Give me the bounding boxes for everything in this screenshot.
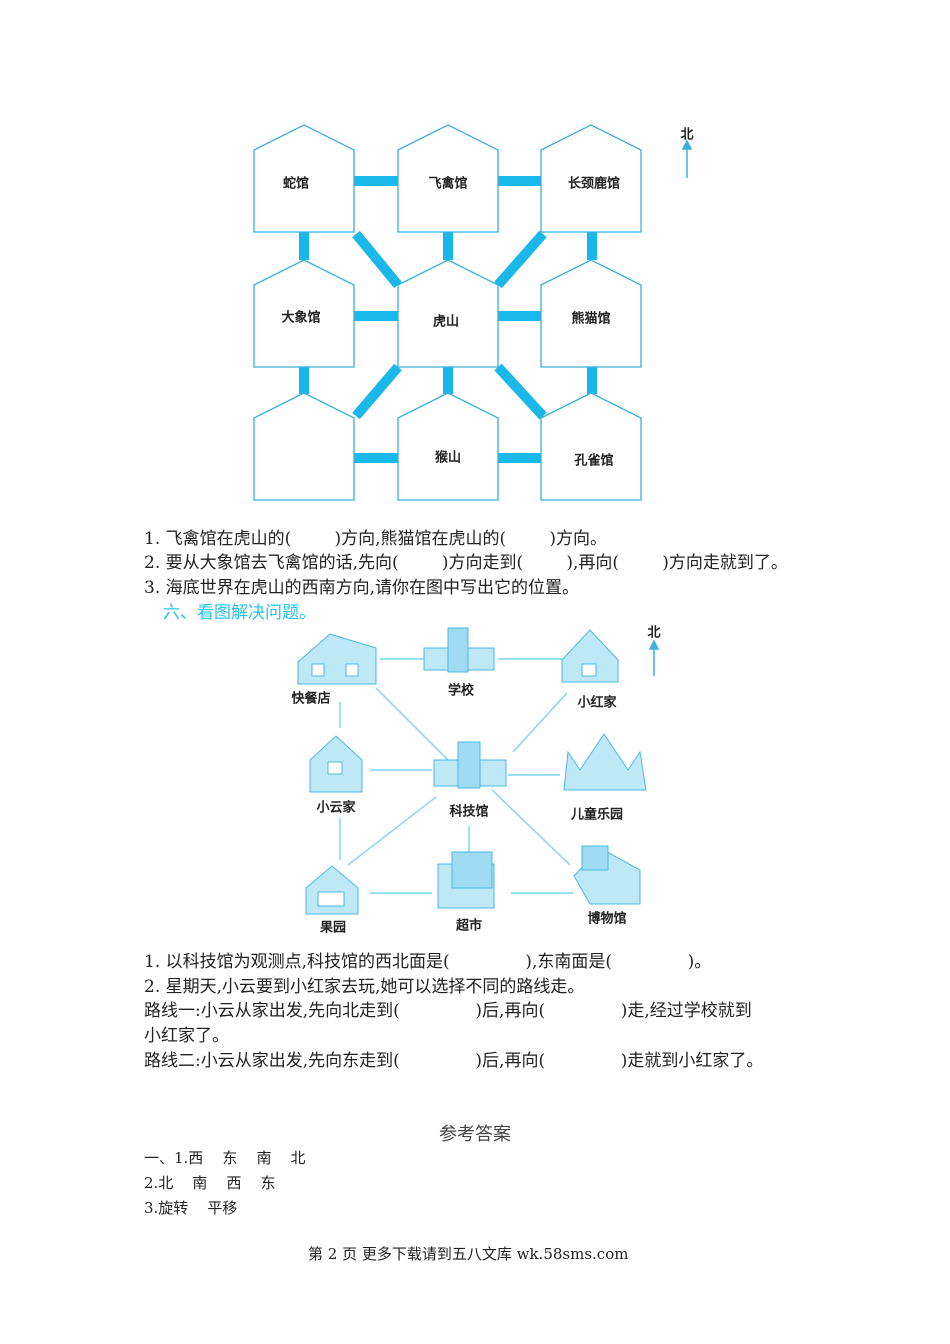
zoo-cell-peacock: 孔雀馆: [574, 453, 614, 469]
question-6-route1: 路线一:小云从家出发,先向北走到( )后,再向( )走,经过学校就到: [144, 1001, 752, 1021]
question-5-3: 3. 海底世界在虎山的西南方向,请你在图中写出它的位置。: [144, 578, 580, 598]
question-6-2: 2. 星期天,小云要到小红家去玩,她可以选择不同的路线走。: [144, 977, 585, 997]
question-6-route2: 路线二:小云从家出发,先向东走到( )后,再向( )走就到小红家了。: [144, 1051, 764, 1071]
answer-line-3: 3.旋转 平移: [144, 1199, 238, 1217]
zoo-cell-elephant: 大象馆: [281, 310, 321, 326]
north-arrow-icon-2: [648, 639, 660, 676]
zoo-cell-panda: 熊猫馆: [571, 311, 611, 327]
zoo-paths: [299, 176, 597, 463]
amusement-park-icon: [563, 733, 647, 791]
answer-line-1: 一、1.西 东 南 北: [144, 1149, 306, 1167]
building-icons: [297, 627, 647, 915]
section-6-title: 六、看图解决问题。: [163, 603, 316, 623]
question-5-1: 1. 飞禽馆在虎山的( )方向,熊猫馆在虎山的( )方向。: [144, 529, 608, 549]
museum-icon: [573, 845, 641, 905]
place-amusement-park: 儿童乐园: [570, 807, 624, 823]
question-5-2: 2. 要从大象馆去飞禽馆的话,先向( )方向走到( ),再向( )方向走就到了。: [144, 553, 788, 573]
science-museum-icon: [433, 741, 507, 789]
place-fast-food: 快餐店: [291, 691, 331, 707]
fast-food-house-icon: [297, 633, 377, 685]
place-museum: 博物馆: [587, 911, 627, 927]
xiaohong-house-icon: [561, 629, 619, 683]
zoo-cell-snake: 蛇馆: [282, 176, 310, 192]
place-school: 学校: [447, 683, 475, 699]
zoo-houses: [253, 124, 642, 501]
zoo-cell-monkey: 猴山: [434, 450, 462, 466]
zoo-cell-tiger: 虎山: [432, 314, 460, 330]
place-orchard: 果园: [319, 920, 347, 936]
zoo-cell-giraffe: 长颈鹿馆: [567, 176, 621, 192]
answers-title: 参考答案: [439, 1124, 511, 1145]
question-6-1: 1. 以科技馆为观测点,科技馆的西北面是( ),东南面是( )。: [144, 952, 712, 972]
page-footer: 第 2 页 更多下载请到五八文库 wk.58sms.com: [308, 1245, 629, 1263]
answer-line-2: 2.北 南 西 东: [144, 1174, 276, 1192]
north-label-2: 北: [647, 625, 661, 641]
zoo-diagonal-paths: [352, 230, 547, 420]
north-arrow-icon: [681, 139, 693, 178]
school-icon: [423, 627, 495, 673]
place-supermarket: 超市: [455, 918, 483, 934]
town-map-routes: [339, 658, 573, 894]
xiaoyun-house-icon: [309, 735, 363, 793]
north-label: 北: [680, 127, 694, 143]
place-xiaohong-home: 小红家: [577, 695, 617, 711]
supermarket-icon: [437, 851, 495, 909]
orchard-house-icon: [305, 865, 359, 915]
question-6-route1-cont: 小红家了。: [144, 1026, 229, 1046]
zoo-cell-bird: 飞禽馆: [428, 176, 468, 192]
place-science-museum: 科技馆: [449, 804, 489, 820]
place-xiaoyun-home: 小云家: [316, 800, 356, 816]
